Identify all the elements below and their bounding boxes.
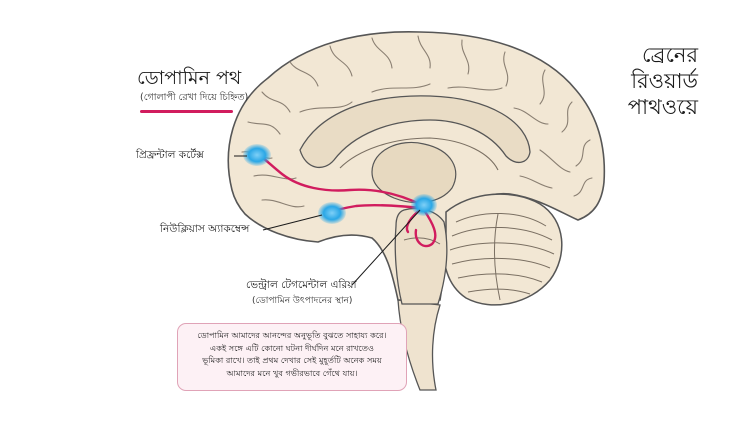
title-line: পাথওয়ে: [627, 95, 698, 119]
info-box: ডোপামিন আমাদের আনন্দের অনুভূতি বুঝতে সাহ…: [177, 323, 407, 391]
nucleus-accumbens-region: [318, 202, 346, 224]
thalamus: [371, 141, 457, 204]
info-line: ডোপামিন আমাদের আনন্দের অনুভূতি বুঝতে সাহ…: [197, 330, 387, 340]
page-title: ব্রেনের রিওয়ার্ড পাথওয়ে: [628, 42, 698, 120]
leader-lines: [234, 155, 421, 286]
label-vta: ভেন্ট্রাল টেগমেন্টাল এরিয়া: [246, 279, 357, 291]
prefrontal-cortex-region: [243, 144, 271, 166]
gyri-lines: [241, 35, 593, 208]
info-line: আমাদের মনে খুব গভীরভাবে গেঁথে যায়।: [226, 367, 358, 378]
label-prefrontal-cortex: প্রিফ্রন্টাল কর্টেক্স: [136, 149, 204, 161]
legend-title: ডোপামিন পথ: [137, 67, 242, 89]
info-line: ভূমিকা রাখে। তাই প্রথম দেখার সেই মুহূর্ত…: [202, 355, 382, 365]
leader-nucleus: [262, 214, 323, 231]
leader-vta: [351, 209, 421, 286]
info-line: একই সঙ্গে এটি কোনো ঘটনা দীর্ঘদিন মনে রাখ…: [209, 342, 375, 353]
legend-pink-line: [140, 110, 233, 113]
pons-line: [403, 237, 441, 245]
brainstem: [394, 207, 448, 305]
corpus-callosum: [299, 95, 531, 169]
label-vta-sub: (ডোপামিন উৎপাদনের স্থান): [252, 296, 353, 306]
title-line: রিওয়ার্ড: [631, 69, 698, 93]
legend-subtitle: (গোলাপী রেখা দিয়ে চিহ্নিত): [140, 92, 249, 103]
cerebellum: [443, 193, 563, 306]
lateral-ventricle: [339, 137, 499, 171]
vta-region: [411, 194, 437, 216]
label-nucleus-accumbens: নিউক্লিয়াস অ্যাকম্বেন্স: [160, 223, 250, 235]
title-line: ব্রেনের: [642, 43, 698, 67]
